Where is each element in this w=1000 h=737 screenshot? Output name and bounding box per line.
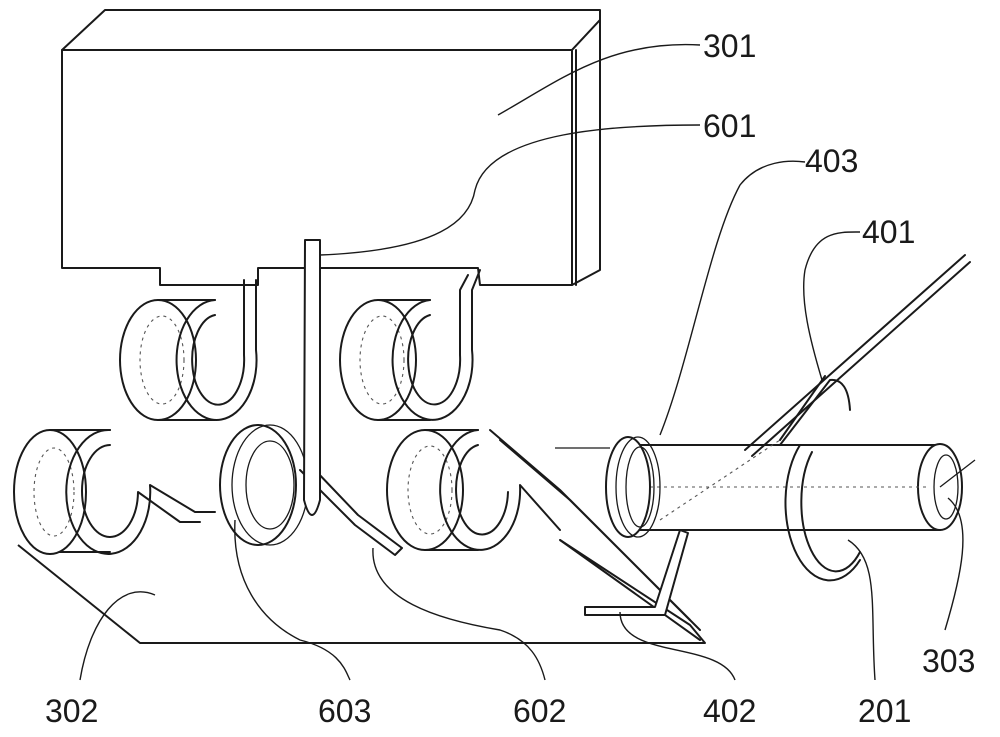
upper-spring-left xyxy=(119,279,258,421)
label-201: 201 xyxy=(858,693,911,729)
label-603: 603 xyxy=(318,693,371,729)
hook-spring-401 xyxy=(659,254,971,582)
lower-spring-left xyxy=(13,428,216,555)
label-601: 601 xyxy=(703,108,756,144)
bracket-402 xyxy=(584,529,689,616)
label-303: 303 xyxy=(922,643,975,679)
label-302: 302 xyxy=(45,693,98,729)
lower-spring-right xyxy=(386,429,701,631)
label-301: 301 xyxy=(703,28,756,64)
pin-601 xyxy=(303,239,321,516)
label-401: 401 xyxy=(862,214,915,250)
label-403: 403 xyxy=(805,143,858,179)
base-plate-302 xyxy=(17,539,706,644)
label-402: 402 xyxy=(703,693,756,729)
top-block-301 xyxy=(61,9,601,286)
leader-lines xyxy=(79,43,964,681)
upper-spring-right xyxy=(339,269,481,421)
shaft-ring-403 xyxy=(605,436,661,538)
label-602: 602 xyxy=(513,693,566,729)
lower-spring-middle xyxy=(219,424,403,556)
shaft-201 xyxy=(555,443,976,531)
